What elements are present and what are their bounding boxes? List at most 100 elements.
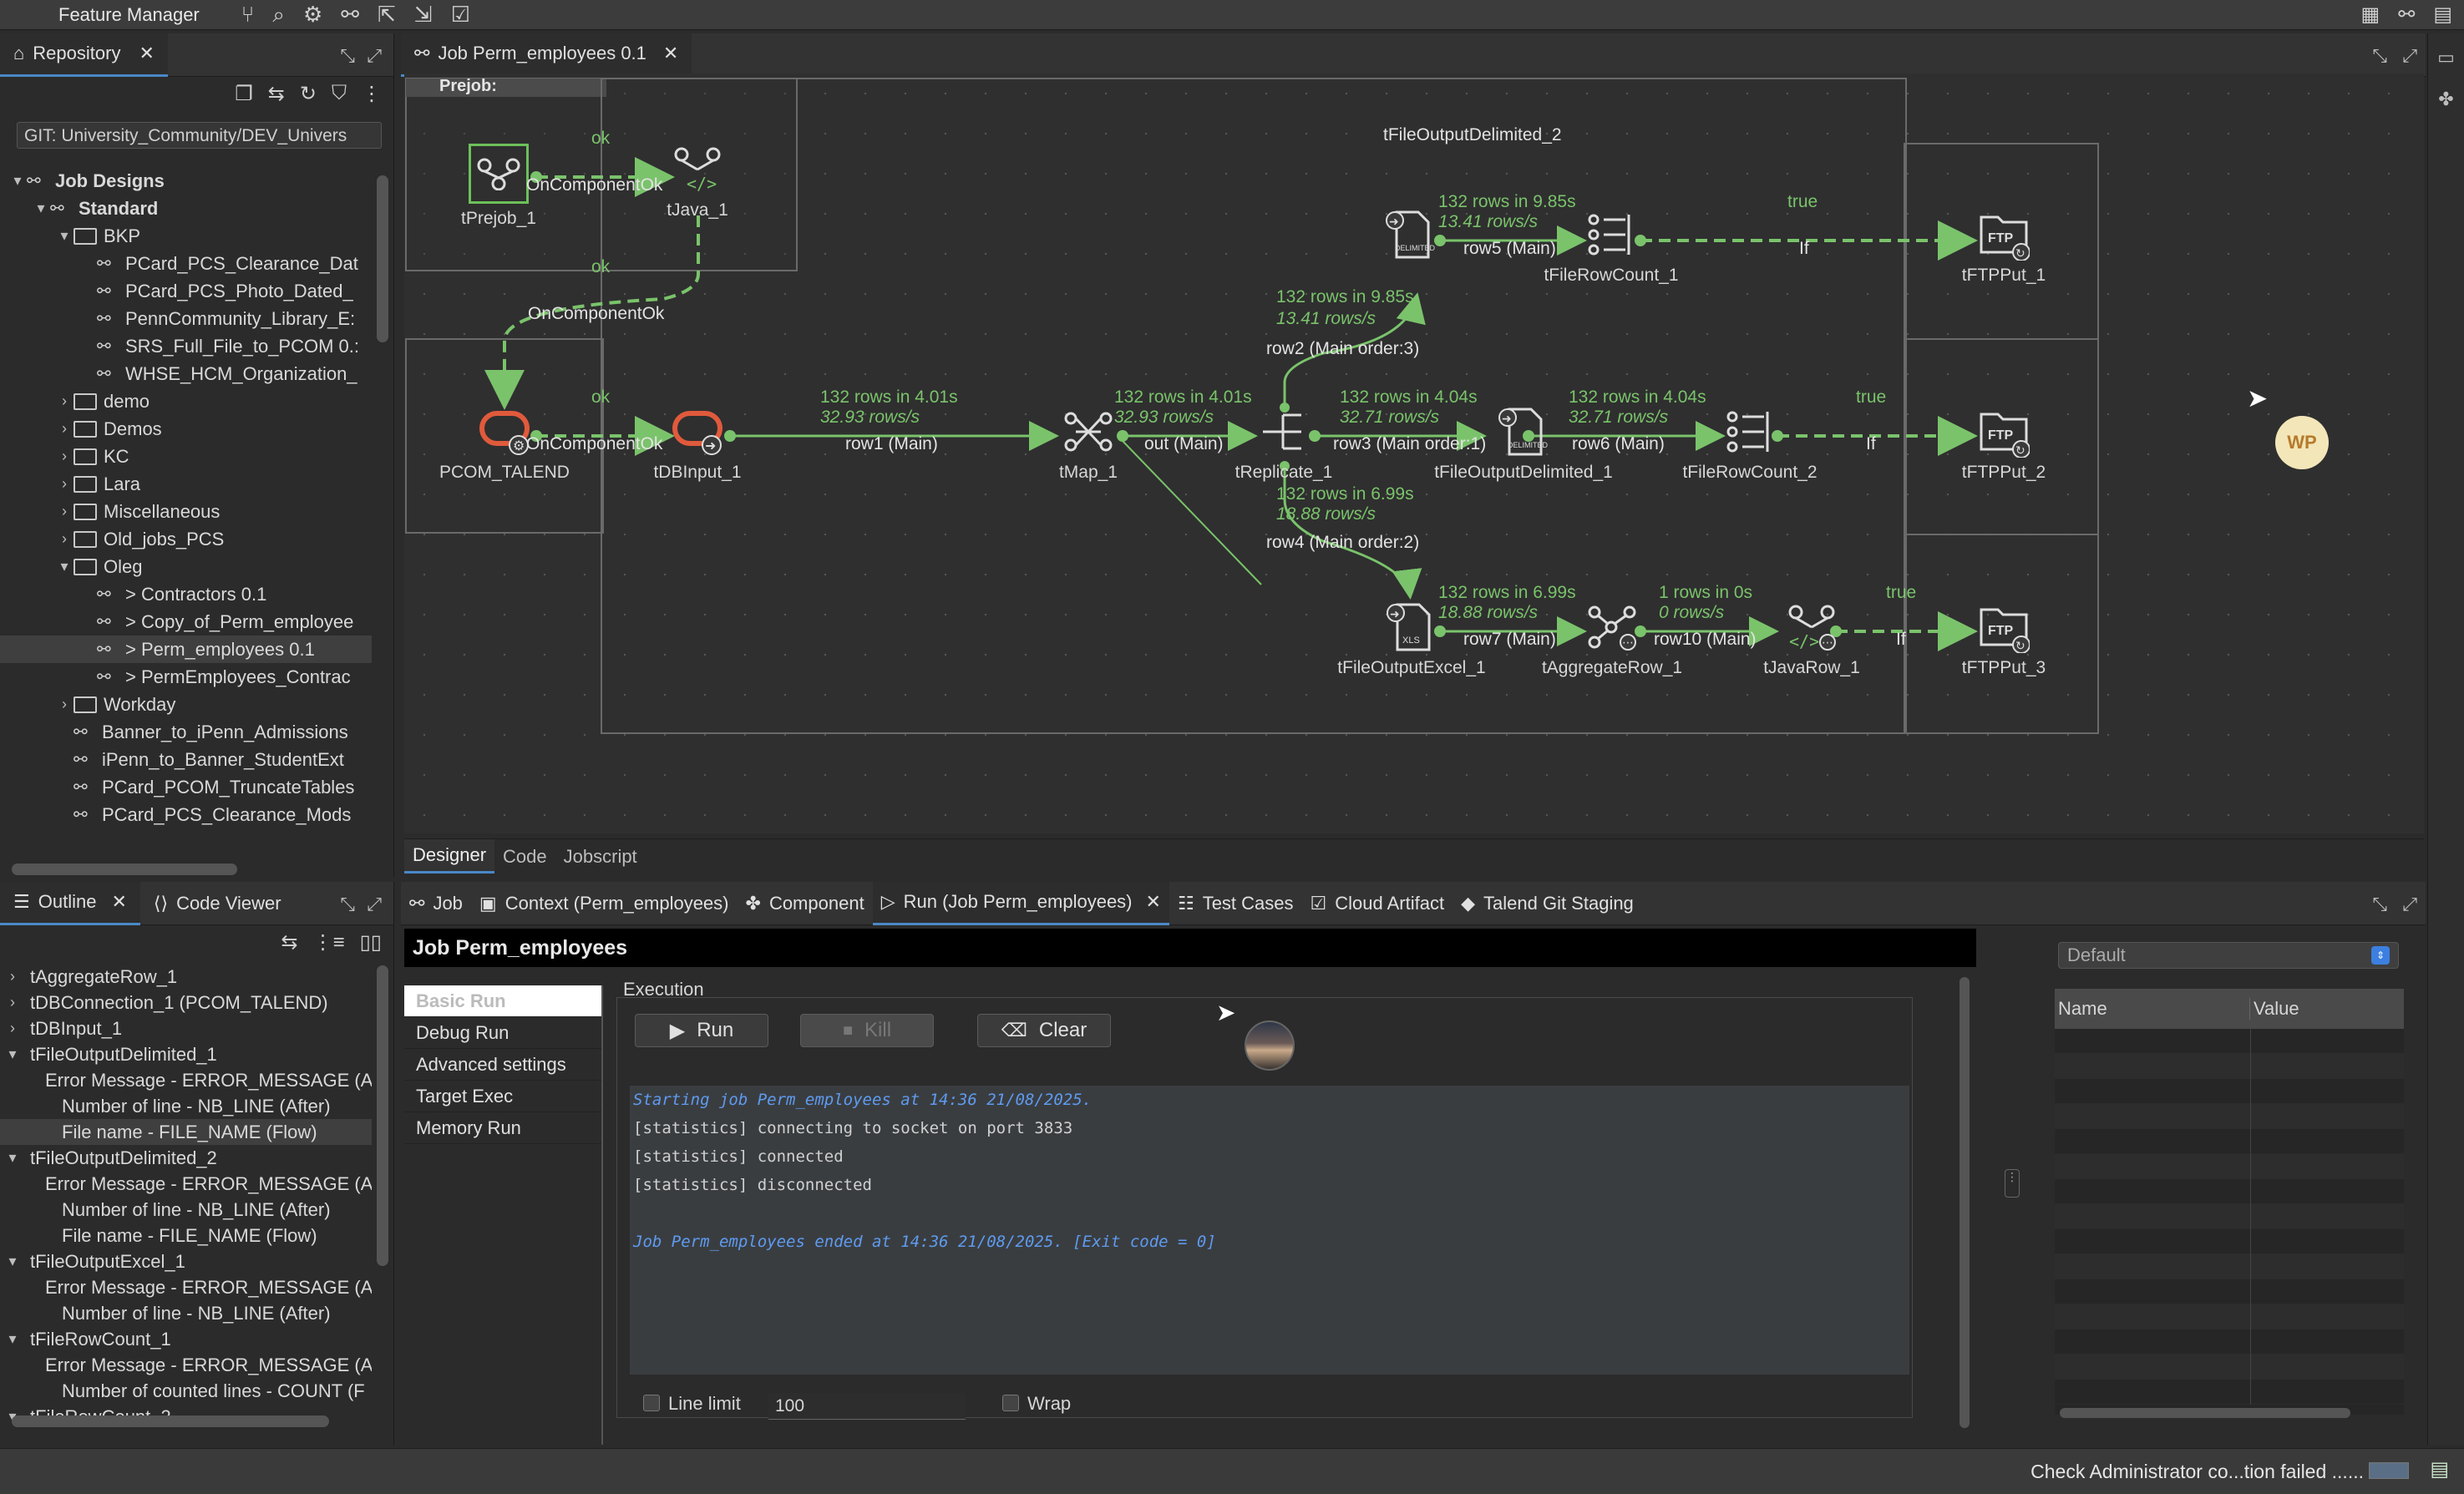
component-tftpput-3[interactable]: FTP↻ tFTPPut_3 <box>1949 601 2058 678</box>
repository-tree[interactable]: ▾⚯Job Designs▾⚯Standard▾BKP⚯PCard_PCS_Cl… <box>0 167 372 881</box>
context-grid-row[interactable] <box>2055 1154 2404 1179</box>
context-grid-row[interactable] <box>2055 1104 2404 1129</box>
outline-tree-item[interactable]: Error Message - ERROR_MESSAGE (A <box>0 1352 372 1378</box>
tab-outline[interactable]: ☰ Outline ✕ <box>0 881 140 925</box>
chevron-icon[interactable]: ▾ <box>8 1046 17 1062</box>
repository-tree-item[interactable]: ▾Oleg <box>0 553 372 580</box>
chevron-icon[interactable]: ▾ <box>8 1253 17 1269</box>
repository-vscroll[interactable] <box>377 175 388 342</box>
chevron-icon[interactable]: › <box>10 968 15 985</box>
run-button[interactable]: ▶ Run <box>635 1014 768 1047</box>
chevron-icon[interactable]: › <box>62 503 67 519</box>
git-branch-box[interactable]: GIT: University_Community/DEV_Univers <box>17 122 382 149</box>
chevron-icon[interactable]: › <box>10 994 15 1010</box>
outline-tree-item[interactable]: File name - FILE_NAME (Flow) <box>0 1119 372 1145</box>
repository-tree-item[interactable]: ⚯SRS_Full_File_to_PCOM 0.: <box>0 332 372 360</box>
repository-tree-item[interactable]: ⚯PCard_PCS_Clearance_Dat <box>0 250 372 277</box>
component-tjava-1[interactable]: </> tJava_1 <box>635 144 760 220</box>
repository-tree-item[interactable]: ▾⚯Job Designs <box>0 167 372 195</box>
context-grid-row[interactable] <box>2055 1229 2404 1254</box>
layout-icon[interactable]: ▦ <box>2360 3 2380 26</box>
chevron-icon[interactable]: ▾ <box>60 558 68 575</box>
maximize-icon[interactable]: ⤢ <box>2402 894 2417 914</box>
chevron-icon[interactable]: › <box>62 392 67 409</box>
outline-tree-item[interactable]: File name - FILE_NAME (Flow) <box>0 1223 372 1248</box>
notification-icon[interactable]: ▤ <box>2430 1458 2449 1481</box>
execution-vscroll[interactable] <box>1960 977 1970 1428</box>
context-grid-row[interactable] <box>2055 1279 2404 1304</box>
wrap-checkbox[interactable] <box>1002 1395 1019 1411</box>
outline-tree-item[interactable]: ›tDBInput_1 <box>0 1015 372 1041</box>
component-tfilerowcount-2[interactable]: tFileRowCount_2 <box>1679 406 1821 483</box>
repository-tree-item[interactable]: ⚯Banner_to_iPenn_Admissions <box>0 718 372 746</box>
outline-tree-item[interactable]: ›tAggregateRow_1 <box>0 964 372 990</box>
context-select[interactable]: Default ⇕ <box>2058 942 2399 969</box>
repository-hscroll[interactable] <box>12 863 237 875</box>
repository-tree-item[interactable]: ⚯PennCommunity_Library_E: <box>0 305 372 332</box>
side-menu-basic-run[interactable]: Basic Run <box>404 985 601 1017</box>
status-message[interactable]: Check Administrator co...tion failed ...… <box>2031 1461 2364 1482</box>
close-icon[interactable]: ✕ <box>139 43 155 63</box>
tab-jobscript[interactable]: Jobscript <box>563 845 637 867</box>
repository-tree-item[interactable]: ⚯> PermEmployees_Contrac <box>0 663 372 691</box>
repository-tree-item[interactable]: ⚯PCard_PCOM_TruncateTables <box>0 773 372 801</box>
chevron-icon[interactable]: › <box>62 420 67 437</box>
chevron-icon[interactable]: › <box>10 1020 15 1036</box>
chevron-icon[interactable]: › <box>62 530 67 547</box>
component-treplicate-1[interactable]: tReplicate_1 <box>1221 406 1346 483</box>
tab-run-job-perm-employees[interactable]: ▷Run (Job Perm_employees)✕ <box>872 881 1169 925</box>
puzzle-icon[interactable]: ✤ <box>2438 89 2454 109</box>
grid-header-value[interactable]: Value <box>2254 998 2299 1019</box>
chevron-icon[interactable]: ▾ <box>8 1408 17 1425</box>
branch-icon[interactable]: ⑂ <box>241 1 255 27</box>
outline-tree-item[interactable]: ▾tFileOutputExcel_1 <box>0 1248 372 1274</box>
tab-code[interactable]: Code <box>503 845 547 867</box>
export-icon[interactable]: ⇱ <box>378 1 396 27</box>
toolbar-icons[interactable]: ⑂ ⌕ ⚙ ⚯ ⇱ ⇲ ☑ <box>241 2 470 28</box>
repository-tree-item[interactable]: ›Demos <box>0 415 372 443</box>
tab-component[interactable]: ✤Component <box>738 882 873 925</box>
outline-vscroll[interactable] <box>377 965 388 1266</box>
repository-tree-item[interactable]: ▾BKP <box>0 222 372 250</box>
chevron-icon[interactable]: ▾ <box>13 172 22 189</box>
kill-button[interactable]: ■ Kill <box>800 1014 934 1047</box>
grid-header-name[interactable]: Name <box>2055 998 2250 1020</box>
component-tmap-1[interactable]: tMap_1 <box>1026 406 1151 483</box>
repository-tree-item[interactable]: ›Miscellaneous <box>0 498 372 525</box>
tab-repository[interactable]: ⌂ Repository ✕ <box>0 33 168 77</box>
context-grid-row[interactable] <box>2055 1329 2404 1355</box>
context-grid-row[interactable] <box>2055 1355 2404 1380</box>
outline-tree-item[interactable]: ▾tFileOutputDelimited_2 <box>0 1145 372 1171</box>
outline-tree-item[interactable]: ▾tFileOutputDelimited_1 <box>0 1041 372 1067</box>
context-grid-row[interactable] <box>2055 1129 2404 1154</box>
outline-tree-item[interactable]: Error Message - ERROR_MESSAGE (A <box>0 1067 372 1093</box>
sync-icon[interactable]: ⇆ <box>281 930 298 954</box>
component-tprejob-1[interactable]: tPrejob_1 <box>436 144 561 229</box>
more-icon[interactable]: ⋮ <box>362 82 382 105</box>
repository-tree-item[interactable]: ⚯WHSE_HCM_Organization_ <box>0 360 372 387</box>
close-icon[interactable]: ✕ <box>662 43 679 63</box>
outline-tree-item[interactable]: Number of line - NB_LINE (After) <box>0 1197 372 1223</box>
outline-tree-item[interactable]: Error Message - ERROR_MESSAGE (A <box>0 1171 372 1197</box>
outline-tree-item[interactable]: Number of line - NB_LINE (After) <box>0 1093 372 1119</box>
chevron-icon[interactable]: ▾ <box>60 227 68 244</box>
integration-icon[interactable]: ⚯ <box>2398 3 2416 26</box>
repository-tree-item[interactable]: ›Old_jobs_PCS <box>0 525 372 553</box>
outline-tree-item[interactable]: ▾tFileRowCount_1 <box>0 1326 372 1352</box>
search-icon[interactable]: ⌕ <box>272 1 285 27</box>
collapse-all-icon[interactable]: ❐ <box>235 82 253 105</box>
outline-tree-item[interactable]: Number of line - NB_LINE (After) <box>0 1300 372 1326</box>
component-pcom-talend[interactable]: ⚙ PCOM_TALEND <box>431 406 578 483</box>
filter-icon[interactable]: ⛉ <box>332 82 347 104</box>
side-menu-memory-run[interactable]: Memory Run <box>404 1112 601 1144</box>
context-grid-row[interactable] <box>2055 1054 2404 1079</box>
component-tfilerowcount-1[interactable]: tFileRowCount_1 <box>1540 209 1682 286</box>
component-tdbinput-1[interactable]: ➜ tDBInput_1 <box>635 406 760 483</box>
sync-icon[interactable]: ⇆ <box>267 82 285 105</box>
repository-tree-item[interactable]: ⚯PCard_PCS_Photo_Dated_ <box>0 277 372 305</box>
context-grid-row[interactable] <box>2055 1029 2404 1054</box>
repository-tree-item[interactable]: ▾⚯Standard <box>0 195 372 222</box>
refresh-icon[interactable]: ↻ <box>299 82 317 105</box>
tab-context-perm-employees[interactable]: ▣Context (Perm_employees) <box>471 882 738 925</box>
minimize-icon[interactable]: ⤡ <box>2372 894 2387 914</box>
